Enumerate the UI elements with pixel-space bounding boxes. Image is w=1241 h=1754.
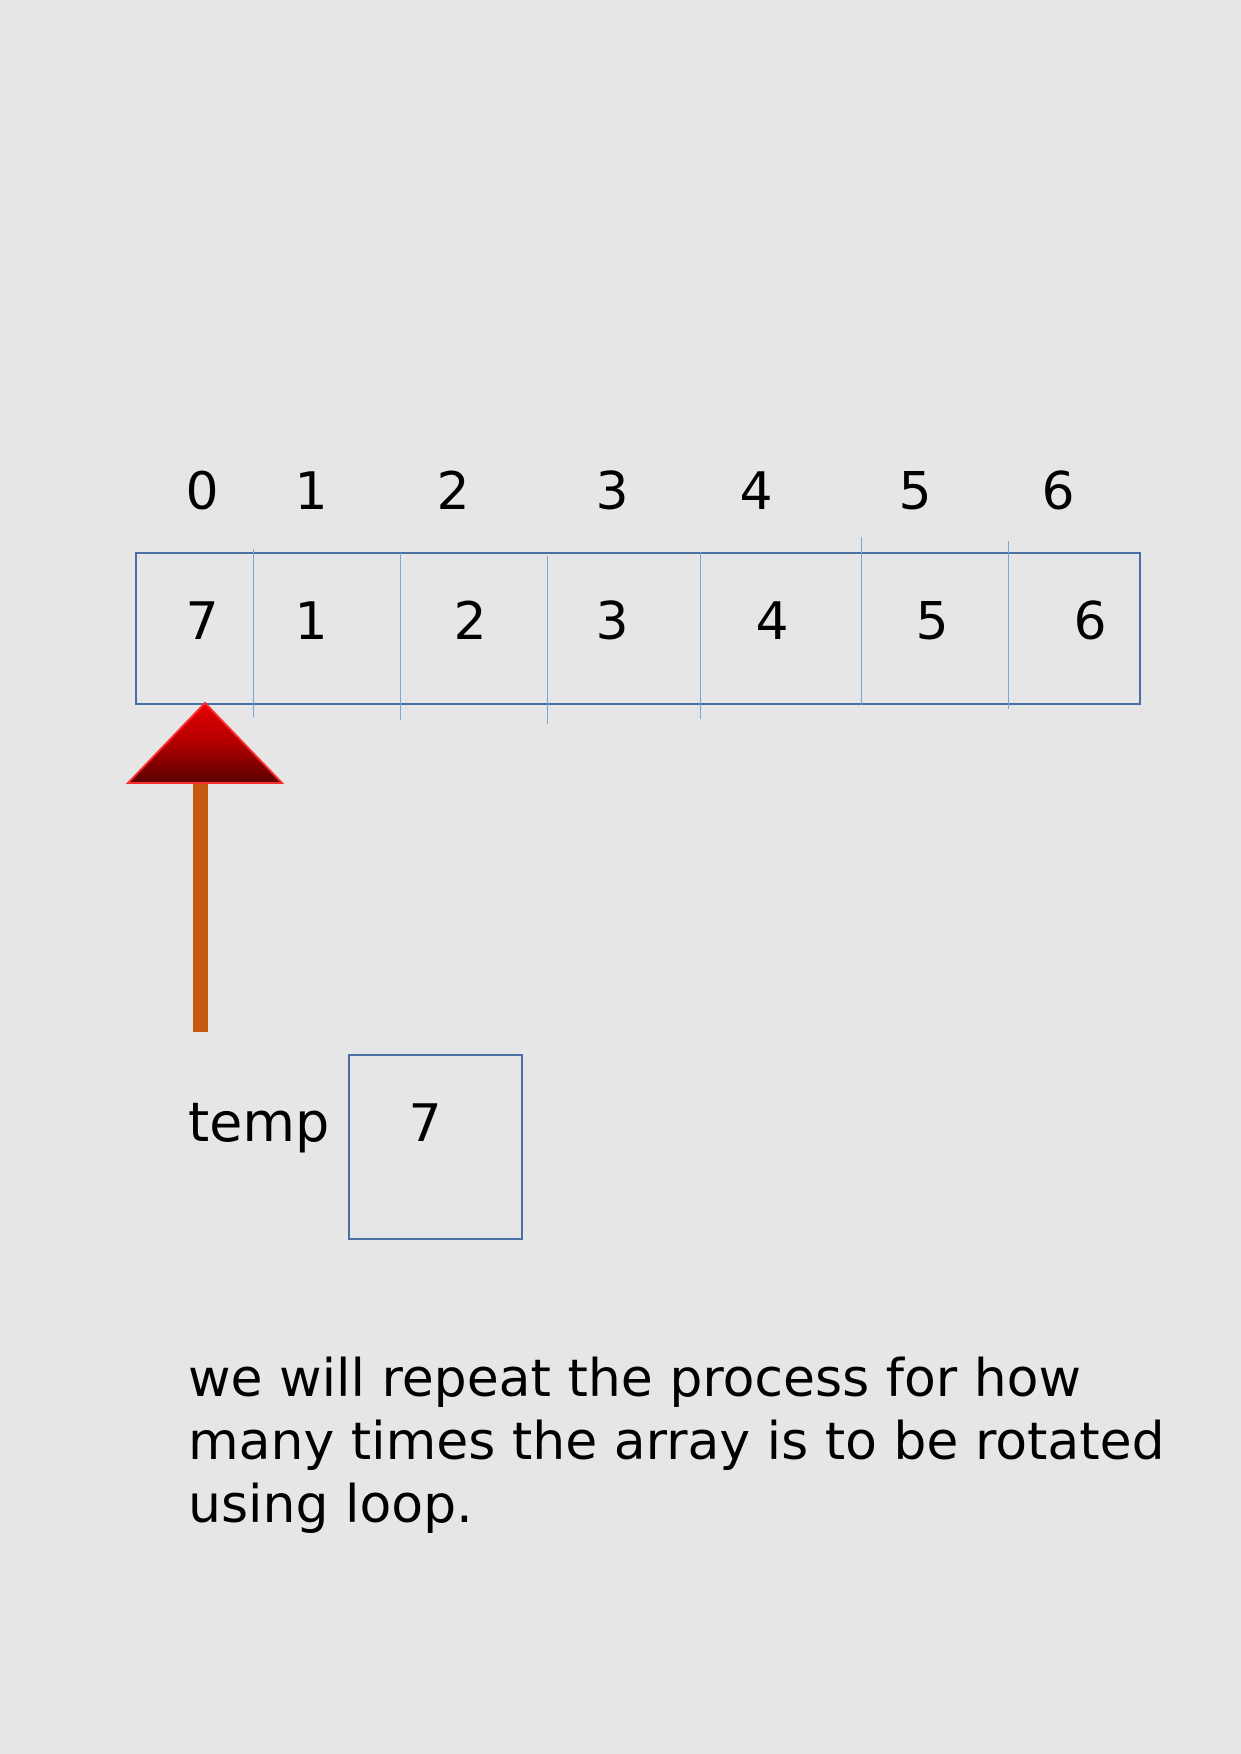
cell-value-0: 7: [185, 592, 219, 652]
cell-value-2: 2: [453, 592, 487, 652]
temp-label: temp: [188, 1091, 330, 1154]
array-box: [135, 552, 1141, 705]
cell-divider: [861, 537, 862, 705]
cell-divider: [253, 549, 254, 717]
cell-divider: [547, 556, 548, 724]
cell-value-5: 5: [915, 592, 949, 652]
index-label-6: 6: [1041, 462, 1075, 522]
temp-box: [348, 1054, 523, 1240]
index-label-2: 2: [436, 462, 470, 522]
cell-divider: [1008, 541, 1009, 709]
caption-text: we will repeat the process for how many …: [188, 1349, 1165, 1535]
index-label-5: 5: [898, 462, 932, 522]
cell-value-1: 1: [294, 592, 328, 652]
index-label-4: 4: [739, 462, 773, 522]
cell-value-4: 4: [755, 592, 789, 652]
index-label-1: 1: [294, 462, 328, 522]
arrow-head: [125, 701, 285, 784]
cell-value-6: 6: [1073, 592, 1107, 652]
cell-value-3: 3: [595, 592, 629, 652]
arrow-shaft: [193, 780, 208, 1032]
index-label-0: 0: [185, 462, 219, 522]
up-arrow-icon: [125, 701, 285, 1032]
cell-divider: [700, 552, 701, 719]
index-label-3: 3: [595, 462, 629, 522]
cell-divider: [400, 553, 401, 720]
temp-value: 7: [408, 1094, 442, 1154]
